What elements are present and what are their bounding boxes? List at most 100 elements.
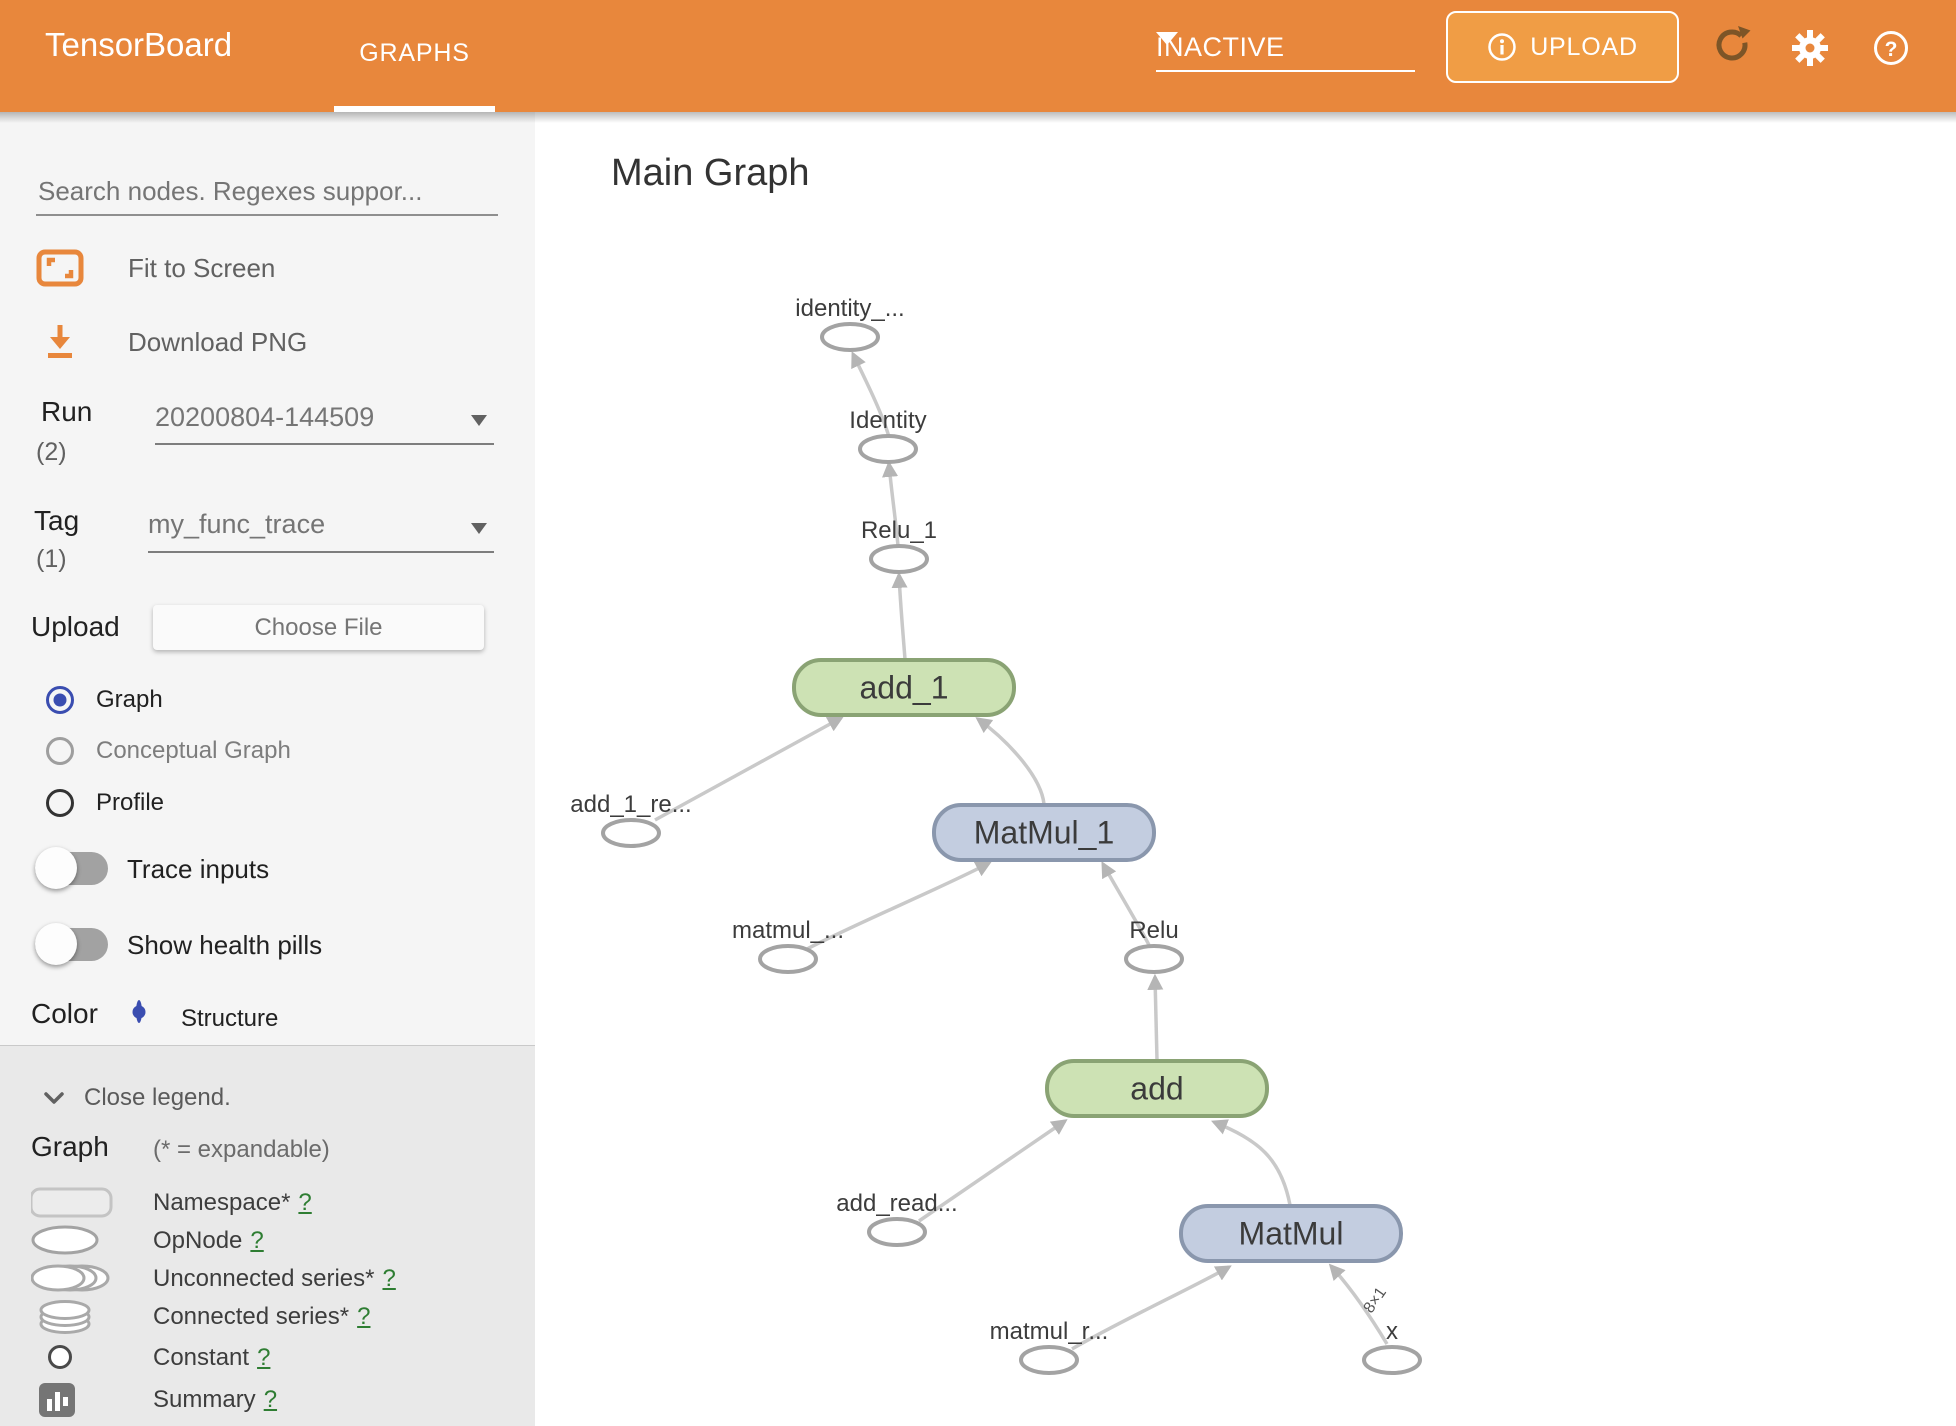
help-icon[interactable]: ? (1872, 29, 1910, 67)
edge-shape-label: 8×1 (1361, 1284, 1391, 1316)
tab-active-indicator (334, 106, 495, 112)
radio-icon[interactable] (46, 686, 74, 714)
graph-node-label: add_1_re... (570, 791, 691, 818)
color-structure-radio[interactable] (132, 1000, 146, 1023)
tag-label: Tag (34, 505, 80, 536)
help-link[interactable]: ? (263, 1386, 278, 1413)
toggle-trace-inputs[interactable]: Trace inputs (0, 847, 420, 889)
chevron-down-icon (471, 415, 487, 426)
namespace-icon (29, 1185, 121, 1221)
graph-node-add_1_re[interactable] (601, 818, 661, 848)
graph-type-option-graph[interactable]: Graph (46, 686, 163, 714)
upload-label: Upload (31, 611, 120, 642)
graph-node-MatMul_1[interactable] (932, 803, 1156, 862)
refresh-icon[interactable] (1713, 26, 1751, 64)
graph-node-matmul_r[interactable] (1019, 1345, 1079, 1375)
graph-node-Identity[interactable] (858, 434, 918, 464)
tag-select-value: my_func_trace (148, 509, 326, 539)
help-link[interactable]: ? (250, 1227, 264, 1254)
legend-heading: Graph (31, 1131, 109, 1162)
color-structure-label: Structure (181, 1005, 279, 1032)
radio-icon[interactable] (46, 789, 74, 817)
edge-add_read-to-add (918, 1119, 1068, 1223)
edge-x-to-MatMul (1328, 1263, 1389, 1345)
connected-series-icon (31, 1299, 121, 1335)
tag-count: (1) (36, 545, 67, 573)
choose-file-button[interactable]: Choose File (153, 605, 484, 650)
graph-node-Relu[interactable] (1124, 944, 1184, 974)
legend-expandable-note: (* = expandable) (153, 1136, 330, 1163)
close-legend-button[interactable]: Close legend. (0, 1083, 231, 1113)
graph-node-label: Identity (849, 407, 926, 434)
run-count: (2) (36, 438, 67, 466)
svg-text:?: ? (1885, 38, 1898, 61)
search-input[interactable] (36, 168, 498, 216)
legend-item-label: OpNode? (153, 1227, 264, 1254)
run-status-dropdown[interactable]: INACTIVE (1156, 24, 1415, 72)
radio-icon[interactable] (46, 737, 74, 765)
graph-node-identity_out[interactable] (820, 322, 880, 352)
fit-to-screen-button[interactable]: Fit to Screen (36, 248, 275, 288)
graph-node-add[interactable] (1045, 1059, 1269, 1118)
graph-type-option-profile[interactable]: Profile (46, 789, 164, 817)
app-title: TensorBoard (45, 26, 233, 63)
run-select[interactable]: 20200804-144509 (155, 402, 494, 445)
upload-button[interactable]: UPLOAD (1446, 11, 1679, 83)
graph-node-label: identity_... (795, 295, 904, 322)
edge-MatMul_1-to-add_1 (975, 717, 1046, 805)
graph-node-Relu_1[interactable] (869, 544, 929, 574)
legend-item-label: Namespace*? (153, 1189, 312, 1216)
legend-item-summary: Summary? (0, 1382, 535, 1418)
radio-label: Conceptual Graph (96, 737, 291, 764)
info-icon (1488, 33, 1516, 61)
tab-graphs[interactable]: GRAPHS (334, 0, 495, 106)
run-label: Run (41, 396, 93, 427)
graph-node-MatMul[interactable] (1179, 1204, 1403, 1263)
fit-to-screen-icon (36, 249, 84, 287)
toggle-knob[interactable] (35, 847, 77, 889)
help-link[interactable]: ? (298, 1189, 312, 1216)
main-graph-title: Main Graph (611, 152, 810, 194)
tag-select[interactable]: my_func_trace (148, 509, 494, 553)
legend-item-label: Unconnected series*? (153, 1265, 396, 1292)
edge-matmul_-to-MatMul_1 (806, 861, 992, 951)
legend-item-label: Constant? (153, 1344, 271, 1371)
download-png-button[interactable]: Download PNG (44, 324, 307, 360)
graph-node-matmul_[interactable] (758, 944, 818, 974)
graph-node-label: add_read... (836, 1190, 957, 1217)
edge-add-to-Relu (1147, 973, 1164, 1061)
graph-node-label: Relu (1129, 917, 1178, 944)
graph-node-label: matmul_r... (990, 1318, 1109, 1345)
legend-item-label: Summary? (153, 1386, 278, 1413)
graph-type-option-conceptual-graph[interactable]: Conceptual Graph (46, 737, 291, 765)
graph-node-add_1[interactable] (792, 658, 1016, 717)
chevron-down-icon (44, 1092, 64, 1104)
toggle-show-health-pills[interactable]: Show health pills (0, 923, 420, 965)
help-link[interactable]: ? (357, 1303, 371, 1330)
legend-item-connectedseries: Connected series*? (0, 1299, 535, 1335)
edge-add_1_re-to-add_1 (654, 716, 844, 822)
edge-Identity-to-identity_out (851, 351, 891, 438)
edge-Relu_1-to-Identity (882, 460, 900, 547)
toggle-knob[interactable] (35, 923, 77, 965)
unconnected-series-icon (30, 1261, 121, 1297)
legend-item-label: Connected series*? (153, 1303, 371, 1330)
color-label: Color (31, 998, 98, 1029)
settings-gear-icon[interactable] (1791, 29, 1829, 67)
toggle-label: Show health pills (127, 930, 323, 960)
chevron-down-icon (1156, 32, 1178, 45)
constant-icon (31, 1340, 121, 1376)
edge-add_1-to-Relu_1 (891, 571, 908, 660)
graph-node-add_read[interactable] (867, 1217, 927, 1247)
chevron-down-icon (471, 523, 487, 534)
graph-node-x[interactable] (1362, 1345, 1422, 1375)
help-link[interactable]: ? (382, 1265, 396, 1292)
graph-node-label: matmul_... (732, 917, 844, 944)
help-link[interactable]: ? (257, 1344, 271, 1371)
edge-MatMul-to-add (1211, 1119, 1292, 1206)
close-legend-label: Close legend. (84, 1084, 231, 1111)
app-header: TensorBoard GRAPHS INACTIVE UPLOAD (0, 0, 1956, 112)
opnode-icon (31, 1223, 121, 1259)
radio-label: Profile (96, 789, 165, 816)
run-select-value: 20200804-144509 (155, 402, 375, 432)
